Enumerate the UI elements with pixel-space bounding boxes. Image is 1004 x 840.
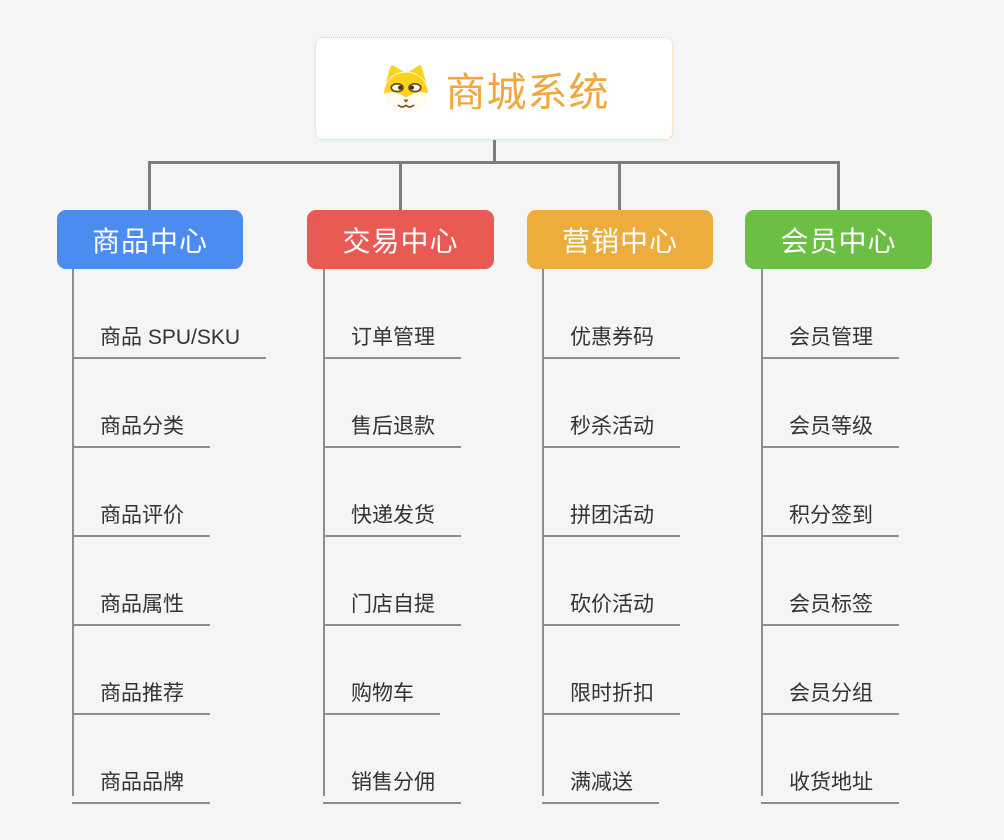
leaf-node[interactable]: 门店自提 <box>323 570 461 626</box>
leaf-node[interactable]: 会员等级 <box>761 392 899 448</box>
connector-drop-trade <box>399 161 402 210</box>
leaf-node[interactable]: 商品推荐 <box>72 659 210 715</box>
leaf-node[interactable]: 积分签到 <box>761 481 899 537</box>
leaf-node[interactable]: 会员管理 <box>761 303 899 359</box>
leaf-node[interactable]: 售后退款 <box>323 392 461 448</box>
leaf-node[interactable]: 商品 SPU/SKU <box>72 303 267 359</box>
leaf-node[interactable]: 商品评价 <box>72 481 210 537</box>
leaf-node[interactable]: 砍价活动 <box>542 570 680 626</box>
leaf-node[interactable]: 优惠券码 <box>542 303 680 359</box>
shiba-dog-icon <box>383 65 428 113</box>
leaf-node[interactable]: 满减送 <box>542 748 659 804</box>
leaf-node[interactable]: 商品分类 <box>72 392 210 448</box>
leaf-node[interactable]: 收货地址 <box>761 748 899 804</box>
leaf-node[interactable]: 会员标签 <box>761 570 899 626</box>
branch-node-member-center[interactable]: 会员中心 <box>745 210 932 269</box>
leaf-node[interactable]: 商品属性 <box>72 570 210 626</box>
leaf-node[interactable]: 购物车 <box>323 659 440 715</box>
leaf-node[interactable]: 秒杀活动 <box>542 392 680 448</box>
connector-drop-member <box>837 161 840 210</box>
leaf-node[interactable]: 商品品牌 <box>72 748 210 804</box>
leaf-node[interactable]: 快递发货 <box>323 481 461 537</box>
branch-node-marketing-center[interactable]: 营销中心 <box>527 210 713 269</box>
branch-trunk-marketing <box>542 269 544 796</box>
root-node[interactable]: 商城系统 <box>315 37 673 140</box>
branch-trunk-trade <box>323 269 325 796</box>
branch-trunk-product <box>72 269 74 796</box>
branch-node-trade-center[interactable]: 交易中心 <box>307 210 494 269</box>
connector-horizontal-bar <box>149 161 840 164</box>
connector-drop-marketing <box>618 161 621 210</box>
leaf-node[interactable]: 销售分佣 <box>323 748 461 804</box>
leaf-node[interactable]: 限时折扣 <box>542 659 680 715</box>
branch-trunk-member <box>761 269 763 796</box>
leaf-node[interactable]: 会员分组 <box>761 659 899 715</box>
branch-node-product-center[interactable]: 商品中心 <box>57 210 243 269</box>
root-title: 商城系统 <box>445 70 610 115</box>
leaf-node[interactable]: 拼团活动 <box>542 481 680 537</box>
connector-drop-product <box>148 161 151 210</box>
leaf-node[interactable]: 订单管理 <box>323 303 461 359</box>
connector-root-stem <box>493 140 496 163</box>
